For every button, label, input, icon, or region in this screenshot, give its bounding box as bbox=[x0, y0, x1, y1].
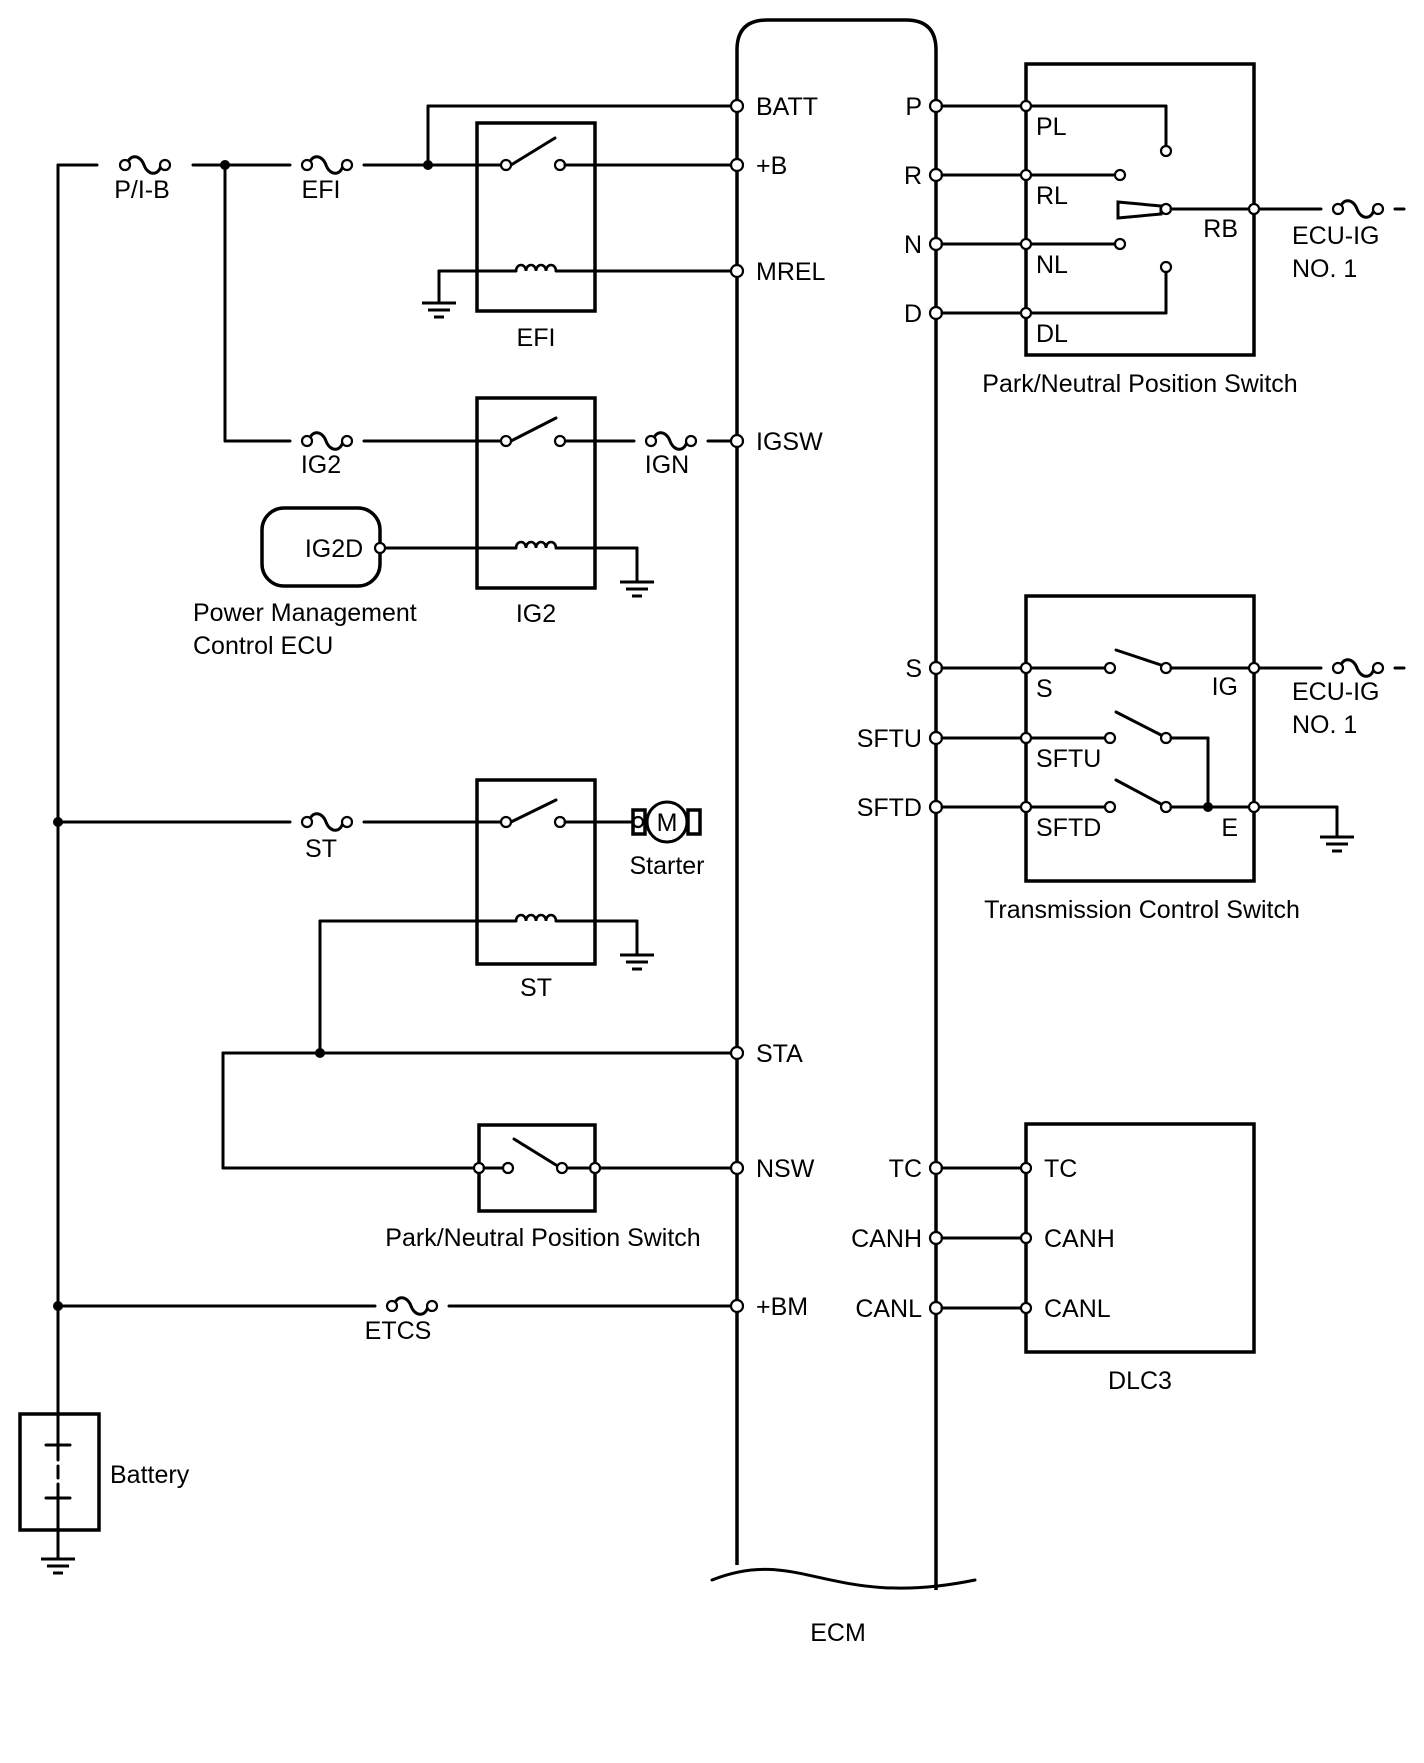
ecm-pin-d: D bbox=[904, 300, 944, 328]
svg-text:MREL: MREL bbox=[756, 258, 826, 286]
efi-relay: EFI bbox=[420, 121, 739, 352]
ig2-relay-label: IG2 bbox=[516, 600, 556, 628]
ecm-label: ECM bbox=[810, 1619, 866, 1647]
ecm-pin-igsw: IGSW bbox=[729, 428, 823, 456]
ecm-pin-plus-b: +B bbox=[729, 152, 787, 180]
ecm-right-pins: P R N D S SFTU SFTD TC CANH CANL bbox=[851, 93, 944, 1323]
ecm-unit: ECM bbox=[710, 18, 977, 1647]
st-relay-label: ST bbox=[520, 974, 552, 1002]
transmission-control-switch: S SFTU SFTD IG E Transmission Control Sw… bbox=[940, 594, 1406, 924]
ecm-pin-mrel: MREL bbox=[729, 258, 826, 286]
svg-text:NSW: NSW bbox=[756, 1155, 815, 1183]
dlc3-terminal-tc: TC bbox=[1044, 1155, 1077, 1183]
ecm-pin-canl: CANL bbox=[855, 1295, 944, 1323]
ecm-pin-canh: CANH bbox=[851, 1225, 944, 1253]
fuse-efi: EFI bbox=[300, 155, 354, 204]
svg-text:P: P bbox=[905, 93, 922, 121]
tcs-terminal-e: E bbox=[1221, 814, 1238, 842]
dlc3-terminal-canh: CANH bbox=[1044, 1225, 1115, 1253]
ecm-pin-batt: BATT bbox=[729, 93, 818, 121]
pnp-terminal-rb: RB bbox=[1203, 215, 1238, 243]
starter-label: Starter bbox=[629, 852, 704, 880]
motor-letter: M bbox=[657, 809, 678, 837]
dlc3-connector: TC CANH CANL DLC3 bbox=[940, 1122, 1256, 1395]
pnp-terminal-nl: NL bbox=[1036, 251, 1068, 279]
pnp-terminal-rl: RL bbox=[1036, 182, 1068, 210]
fuse-ecu-ig-2: ECU-IG NO. 1 bbox=[1292, 658, 1385, 739]
ecm-pin-r: R bbox=[904, 162, 944, 190]
pnp-right-label: Park/Neutral Position Switch bbox=[982, 370, 1297, 398]
ecu-ig-2-line2: NO. 1 bbox=[1292, 711, 1357, 739]
fuse-efi-label: EFI bbox=[302, 176, 341, 204]
battery-label: Battery bbox=[110, 1461, 190, 1489]
ecm-pin-plus-bm: +BM bbox=[729, 1293, 808, 1321]
sta-nsw-wiring bbox=[221, 919, 739, 1170]
ecu-ig-1-line2: NO. 1 bbox=[1292, 255, 1357, 283]
svg-text:S: S bbox=[905, 655, 922, 683]
ecm-pin-sftu: SFTU bbox=[857, 725, 944, 753]
svg-text:D: D bbox=[904, 300, 922, 328]
ecm-pin-sta: STA bbox=[729, 1040, 803, 1068]
ecm-pin-sftd: SFTD bbox=[857, 794, 944, 822]
tcs-terminal-s: S bbox=[1036, 675, 1053, 703]
st-relay: ST bbox=[318, 778, 656, 1002]
tcs-terminal-ig: IG bbox=[1212, 673, 1238, 701]
power-management-ecu: IG2D Power Management Control ECU bbox=[193, 506, 417, 660]
fuse-ig2-label: IG2 bbox=[301, 451, 341, 479]
ecu-ig-2-line1: ECU-IG bbox=[1292, 678, 1380, 706]
svg-text:CANH: CANH bbox=[851, 1225, 922, 1253]
efi-relay-label: EFI bbox=[517, 324, 556, 352]
fuse-ig2: IG2 bbox=[300, 431, 354, 479]
fuse-st: ST bbox=[300, 812, 354, 863]
fuse-ign-label: IGN bbox=[645, 451, 689, 479]
ecu-ig-1-line1: ECU-IG bbox=[1292, 222, 1380, 250]
svg-text:R: R bbox=[904, 162, 922, 190]
pnp-switch-right: PL RL NL DL RB Park/Neutral Position Swi… bbox=[940, 62, 1406, 398]
svg-text:CANL: CANL bbox=[855, 1295, 922, 1323]
svg-text:TC: TC bbox=[889, 1155, 922, 1183]
starter-motor: M Starter bbox=[629, 800, 705, 880]
tcs-terminal-sftd: SFTD bbox=[1036, 814, 1101, 842]
pnp-terminal-pl: PL bbox=[1036, 113, 1067, 141]
svg-text:+B: +B bbox=[756, 152, 787, 180]
svg-text:SFTD: SFTD bbox=[857, 794, 922, 822]
svg-text:N: N bbox=[904, 231, 922, 259]
svg-text:IGSW: IGSW bbox=[756, 428, 823, 456]
fuse-etcs-label: ETCS bbox=[365, 1317, 432, 1345]
ecm-pin-nsw: NSW bbox=[729, 1155, 815, 1183]
pnp-switch-lower: Park/Neutral Position Switch bbox=[385, 1123, 701, 1252]
ecm-pin-tc: TC bbox=[889, 1155, 944, 1183]
tcs-label: Transmission Control Switch bbox=[984, 896, 1300, 924]
ig2-branch bbox=[223, 163, 739, 443]
svg-text:+BM: +BM bbox=[756, 1293, 808, 1321]
ecm-pin-n: N bbox=[904, 231, 944, 259]
fuse-etcs: ETCS bbox=[365, 1296, 439, 1345]
fuse-pib: P/I-B bbox=[114, 155, 172, 204]
tcs-terminal-sftu: SFTU bbox=[1036, 745, 1101, 773]
ecm-left-pins: BATT +B MREL IGSW STA NSW +BM bbox=[729, 93, 826, 1321]
battery: Battery bbox=[18, 1412, 190, 1575]
fuse-pib-label: P/I-B bbox=[114, 176, 170, 204]
svg-text:BATT: BATT bbox=[756, 93, 818, 121]
dlc3-terminal-canl: CANL bbox=[1044, 1295, 1111, 1323]
fuse-ecu-ig-1: ECU-IG NO. 1 bbox=[1292, 199, 1385, 283]
pmc-name-line1: Power Management bbox=[193, 599, 417, 627]
pnp-terminal-dl: DL bbox=[1036, 320, 1068, 348]
svg-text:STA: STA bbox=[756, 1040, 803, 1068]
main-power-feed bbox=[53, 104, 739, 1417]
svg-text:SFTU: SFTU bbox=[857, 725, 922, 753]
ig2-relay: IG2 bbox=[383, 396, 656, 628]
fuse-st-label: ST bbox=[305, 835, 337, 863]
dlc3-label: DLC3 bbox=[1108, 1367, 1172, 1395]
ig2d-pin-label: IG2D bbox=[305, 535, 363, 563]
pnp-lower-label: Park/Neutral Position Switch bbox=[385, 1224, 700, 1252]
pmc-name-line2: Control ECU bbox=[193, 632, 333, 660]
fuse-ign: IGN bbox=[644, 431, 698, 479]
